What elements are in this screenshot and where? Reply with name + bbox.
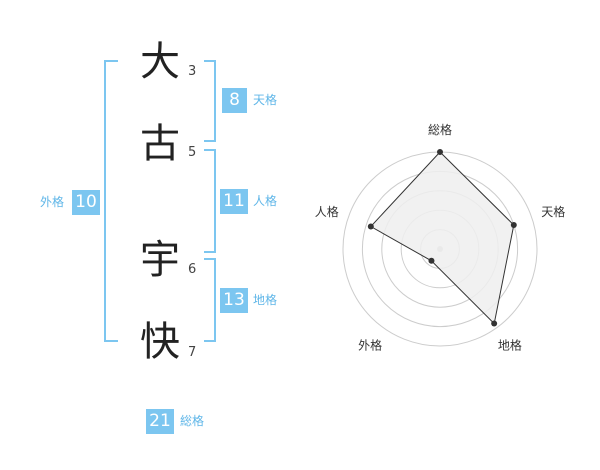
gaikaku-label: 外格 <box>40 195 65 209</box>
jinkaku-bracket <box>204 149 216 253</box>
gaikaku-value-badge: 10 <box>72 190 100 215</box>
radar-axis-label-5: 人格 <box>315 204 339 219</box>
stroke-count-2: 5 <box>188 145 197 160</box>
chikaku-label: 地格 <box>253 293 278 307</box>
soukaku-label: 総格 <box>180 414 205 428</box>
stroke-count-4: 7 <box>188 345 197 360</box>
name-char-1: 大 <box>140 39 180 85</box>
tenkaku-bracket <box>204 60 216 142</box>
stroke-count-3: 6 <box>188 262 197 277</box>
tenkaku-label: 天格 <box>253 93 278 107</box>
jinkaku-value-badge: 11 <box>220 189 248 214</box>
soukaku-value-badge: 21 <box>146 409 174 434</box>
radar-axis-label-2: 天格 <box>541 204 565 219</box>
chikaku-value-badge: 13 <box>220 288 248 313</box>
radar-point-3 <box>491 320 498 327</box>
jinkaku-label: 人格 <box>253 194 278 208</box>
gaikaku-bracket <box>104 60 118 342</box>
radar-point-2 <box>510 222 517 229</box>
radar-point-4 <box>428 257 435 264</box>
name-char-4: 快 <box>140 319 180 365</box>
radar-axis-label-1: 総格 <box>428 122 452 137</box>
name-char-2: 古 <box>140 121 180 167</box>
radar-polygon <box>370 151 515 325</box>
radar-axis-label-4: 外格 <box>358 337 382 352</box>
tenkaku-value-badge: 8 <box>222 88 247 113</box>
radar-point-5 <box>367 223 374 230</box>
radar-axis-label-3: 地格 <box>498 337 522 352</box>
stroke-count-1: 3 <box>188 64 197 79</box>
chikaku-bracket <box>204 258 216 342</box>
name-char-3: 宇 <box>140 237 180 283</box>
radar-point-1 <box>437 149 443 155</box>
